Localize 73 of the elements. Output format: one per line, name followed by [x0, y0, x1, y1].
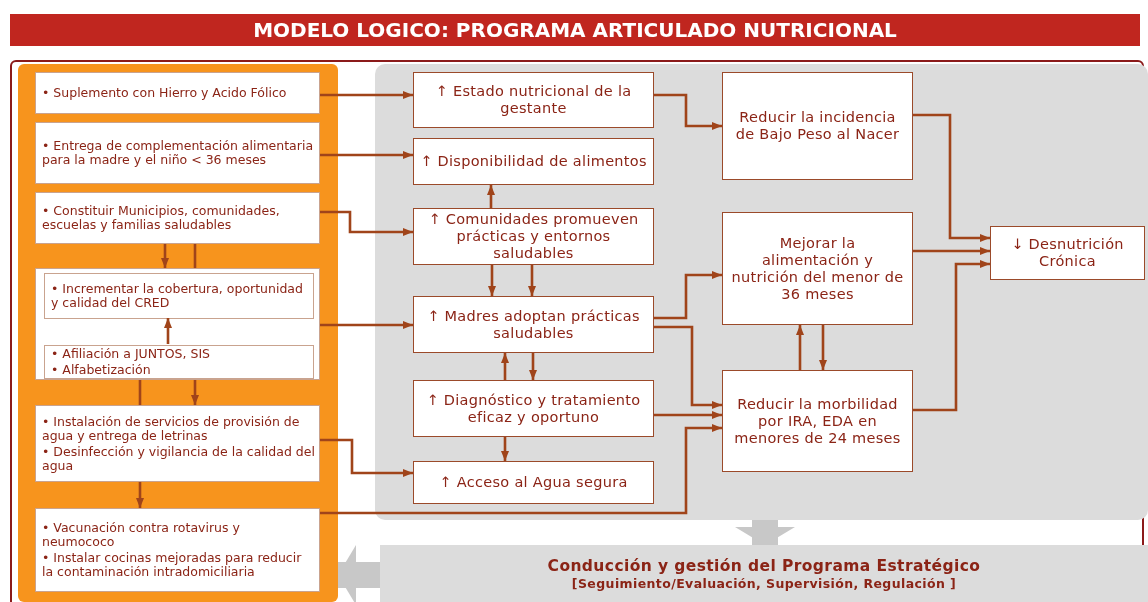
box-text: ↑ Disponibilidad de alimentos	[420, 153, 647, 170]
process-box	[990, 226, 1145, 280]
process-box	[722, 212, 913, 325]
arrow	[136, 482, 144, 508]
box-text: • Incrementar la cobertura, oportunidad y calidad del CRED	[51, 282, 304, 310]
block-arrow	[735, 520, 795, 545]
arrow	[501, 437, 509, 461]
box-text: ↑ Madres adoptan prácticas saludables	[426, 307, 641, 342]
arrow	[320, 210, 413, 236]
arrow	[654, 325, 722, 409]
block-arrow	[338, 545, 380, 602]
process-box	[413, 72, 654, 128]
panel-background	[375, 64, 1148, 520]
arrow	[913, 260, 990, 412]
process-box	[413, 461, 654, 504]
title-banner: MODELO LOGICO: PROGRAMA ARTICULADO NUTRICIONAL	[10, 14, 1140, 46]
arrow	[320, 424, 722, 515]
box-text: • Entrega de complementación alimentaria para la madre y el niño < 36 meses	[42, 139, 315, 167]
banner-heading: Conducción y gestión del Programa Estratégico	[546, 555, 982, 576]
process-box	[413, 380, 654, 437]
panel-background	[18, 64, 338, 602]
box-text: • Desinfección y vigilancia de la calidad del agua	[42, 444, 315, 473]
arrow	[913, 247, 990, 255]
connector-line	[138, 380, 142, 405]
box-text: • Vacunación contra rotavirus y neumococo	[42, 521, 241, 549]
arrow	[191, 380, 199, 405]
box-text: • Suplemento con Hierro y Acido Fólico	[42, 86, 288, 100]
text-box	[44, 345, 314, 379]
text-box	[35, 122, 320, 184]
box-text: ↑ Acceso al Agua segura	[438, 474, 629, 491]
box-text: ↑ Comunidades promueven prácticas y entornos saludables	[427, 211, 640, 262]
arrow	[913, 113, 990, 242]
arrow	[654, 411, 722, 419]
arrow	[654, 271, 722, 320]
process-box	[722, 370, 913, 472]
arrow	[320, 91, 413, 99]
arrow	[501, 353, 509, 380]
box-text: Mejorar la alimentación y nutrición del menor de 36 meses	[730, 234, 905, 303]
banner-subtitle: [Seguimiento/Evaluación, Supervisión, Regulación ]	[570, 575, 958, 592]
text-box	[35, 72, 320, 114]
box-text: ↓ Desnutrición Crónica	[1010, 236, 1125, 270]
box-text: Reducir la incidencia de Bajo Peso al Nacer	[734, 109, 901, 143]
arrow	[528, 265, 536, 296]
text-box	[35, 268, 320, 380]
text-box	[44, 273, 314, 319]
arrow	[320, 438, 413, 477]
box-text: Reducir la morbilidad por IRA, EDA en menores de 24 meses	[733, 395, 902, 447]
box-text: • Alfabetización	[51, 363, 152, 377]
arrow	[161, 244, 169, 268]
arrow	[487, 185, 495, 208]
box-text: ↑ Estado nutricional de la gestante	[434, 83, 633, 117]
arrow	[320, 151, 413, 159]
box-text: • Instalación de servicios de provisión de agua y entrega de letrinas	[42, 414, 301, 443]
process-box	[413, 138, 654, 185]
text-box	[35, 192, 320, 244]
box-text: • Constituir Municipios, comunidades, escuelas y familias saludables	[42, 204, 281, 232]
connector-line	[193, 244, 197, 268]
process-box	[413, 296, 654, 353]
text-box	[35, 508, 320, 592]
banner-box	[380, 545, 1148, 602]
arrow	[320, 321, 413, 329]
arrow	[488, 265, 496, 296]
arrow	[654, 93, 722, 130]
process-box	[722, 72, 913, 180]
box-text: ↑ Diagnóstico y tratamiento eficaz y oportuno	[425, 391, 642, 426]
box-text: • Instalar cocinas mejoradas para reducir la contaminación intradomiciliaria	[42, 551, 303, 579]
arrow	[819, 325, 827, 370]
arrow	[796, 325, 804, 370]
process-box	[413, 208, 654, 265]
text-box	[35, 405, 320, 482]
arrow	[164, 318, 172, 344]
box-text: • Afiliación a JUNTOS, SIS	[51, 347, 211, 361]
arrow	[529, 353, 537, 380]
